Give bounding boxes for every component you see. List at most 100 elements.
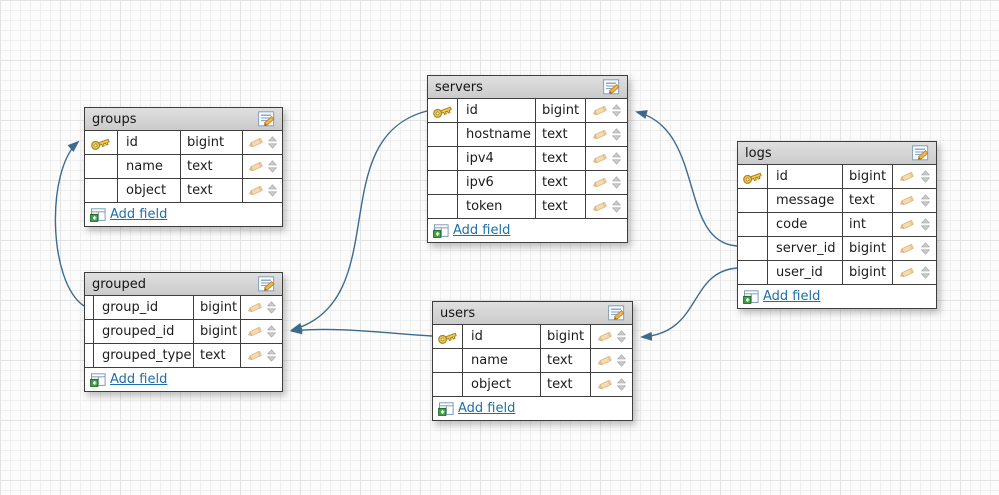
field-row[interactable]: object text [433, 373, 632, 397]
add-field-link[interactable]: Add field [438, 401, 515, 416]
table-grouped[interactable]: grouped group_id bigint [84, 272, 283, 392]
field-type[interactable]: bigint [181, 131, 243, 154]
edit-field-icon[interactable] [597, 378, 614, 391]
reorder-field-icon[interactable] [617, 354, 627, 367]
field-row[interactable]: object text [85, 179, 282, 203]
field-row[interactable]: server_id bigint [738, 237, 936, 261]
edit-field-icon[interactable] [248, 184, 265, 197]
edit-field-icon[interactable] [597, 354, 614, 367]
field-row[interactable]: id bigint [433, 325, 632, 349]
field-row[interactable]: grouped_id bigint [85, 320, 282, 344]
field-name[interactable]: name [463, 349, 541, 372]
field-row[interactable]: token text [428, 195, 627, 219]
field-type[interactable]: int [843, 213, 893, 236]
table-header[interactable]: groups [85, 108, 282, 131]
edit-field-icon[interactable] [899, 242, 916, 255]
add-field-link[interactable]: Add field [90, 207, 167, 222]
edit-field-icon[interactable] [899, 218, 916, 231]
reorder-field-icon[interactable] [920, 170, 930, 183]
reorder-field-icon[interactable] [267, 349, 277, 362]
edit-field-icon[interactable] [597, 330, 614, 343]
edit-field-icon[interactable] [592, 152, 609, 165]
field-type[interactable]: bigint [194, 296, 241, 319]
relationship-logs-server_id-to-servers-id[interactable] [635, 110, 738, 247]
field-name[interactable]: id [118, 131, 181, 154]
edit-field-icon[interactable] [247, 349, 264, 362]
table-users[interactable]: users id bigint [432, 301, 633, 421]
edit-table-icon[interactable] [912, 145, 931, 161]
table-header[interactable]: logs [738, 142, 936, 165]
edit-field-icon[interactable] [592, 128, 609, 141]
field-type[interactable]: text [536, 147, 586, 170]
relationship-servers-id-to-grouped-grouped_id[interactable] [290, 110, 428, 332]
field-type[interactable]: text [536, 195, 586, 218]
field-name[interactable]: user_id [768, 261, 843, 284]
edit-table-icon[interactable] [258, 276, 277, 292]
reorder-field-icon[interactable] [267, 325, 277, 338]
field-name[interactable]: id [768, 165, 843, 188]
edit-table-icon[interactable] [258, 111, 277, 127]
reorder-field-icon[interactable] [920, 266, 930, 279]
table-servers[interactable]: servers id bigint [427, 75, 628, 243]
field-type[interactable]: text [541, 349, 591, 372]
relationship-logs-user_id-to-users-id[interactable] [640, 267, 738, 341]
field-type[interactable]: text [194, 344, 241, 367]
field-type[interactable]: bigint [843, 261, 893, 284]
edit-field-icon[interactable] [247, 325, 264, 338]
field-row[interactable]: grouped_type text [85, 344, 282, 368]
reorder-field-icon[interactable] [612, 128, 622, 141]
reorder-field-icon[interactable] [268, 136, 277, 149]
field-name[interactable]: ipv6 [458, 171, 536, 194]
relationship-grouped-group_id-to-groups-id[interactable] [54, 140, 85, 307]
field-name[interactable]: hostname [458, 123, 536, 146]
add-field-link[interactable]: Add field [90, 372, 167, 387]
field-row[interactable]: group_id bigint [85, 296, 282, 320]
add-field-link[interactable]: Add field [433, 223, 510, 238]
field-type[interactable]: bigint [843, 165, 893, 188]
field-row[interactable]: user_id bigint [738, 261, 936, 285]
field-type[interactable]: bigint [194, 320, 241, 343]
reorder-field-icon[interactable] [612, 200, 622, 213]
edit-field-icon[interactable] [248, 160, 265, 173]
reorder-field-icon[interactable] [612, 104, 622, 117]
field-name[interactable]: id [463, 325, 541, 348]
field-row[interactable]: hostname text [428, 123, 627, 147]
field-name[interactable]: grouped_id [94, 320, 194, 343]
field-name[interactable]: id [458, 99, 536, 122]
edit-field-icon[interactable] [592, 176, 609, 189]
field-name[interactable]: token [458, 195, 536, 218]
edit-field-icon[interactable] [899, 170, 916, 183]
add-field-link[interactable]: Add field [743, 289, 820, 304]
field-type[interactable]: bigint [541, 325, 591, 348]
field-row[interactable]: ipv6 text [428, 171, 627, 195]
field-name[interactable]: code [768, 213, 843, 236]
field-row[interactable]: id bigint [738, 165, 936, 189]
reorder-field-icon[interactable] [617, 330, 627, 343]
field-name[interactable]: grouped_type [94, 344, 194, 367]
field-row[interactable]: code int [738, 213, 936, 237]
reorder-field-icon[interactable] [920, 218, 930, 231]
field-type[interactable]: text [843, 189, 893, 212]
reorder-field-icon[interactable] [920, 242, 930, 255]
field-type[interactable]: text [536, 123, 586, 146]
field-name[interactable]: object [463, 373, 541, 396]
field-type[interactable]: text [541, 373, 591, 396]
table-header[interactable]: users [433, 302, 632, 325]
field-name[interactable]: ipv4 [458, 147, 536, 170]
field-type[interactable]: text [181, 155, 243, 178]
table-logs[interactable]: logs id bigint [737, 141, 937, 309]
field-type[interactable]: bigint [843, 237, 893, 260]
field-row[interactable]: message text [738, 189, 936, 213]
field-row[interactable]: id bigint [428, 99, 627, 123]
field-type[interactable]: text [536, 171, 586, 194]
relationship-users-id-to-grouped-grouped_id[interactable] [290, 325, 433, 337]
field-row[interactable]: name text [85, 155, 282, 179]
table-header[interactable]: grouped [85, 273, 282, 296]
edit-field-icon[interactable] [592, 104, 609, 117]
table-groups[interactable]: groups id bigint [84, 107, 283, 227]
field-name[interactable]: server_id [768, 237, 843, 260]
reorder-field-icon[interactable] [268, 160, 277, 173]
reorder-field-icon[interactable] [920, 194, 930, 207]
reorder-field-icon[interactable] [617, 378, 627, 391]
field-row[interactable]: id bigint [85, 131, 282, 155]
